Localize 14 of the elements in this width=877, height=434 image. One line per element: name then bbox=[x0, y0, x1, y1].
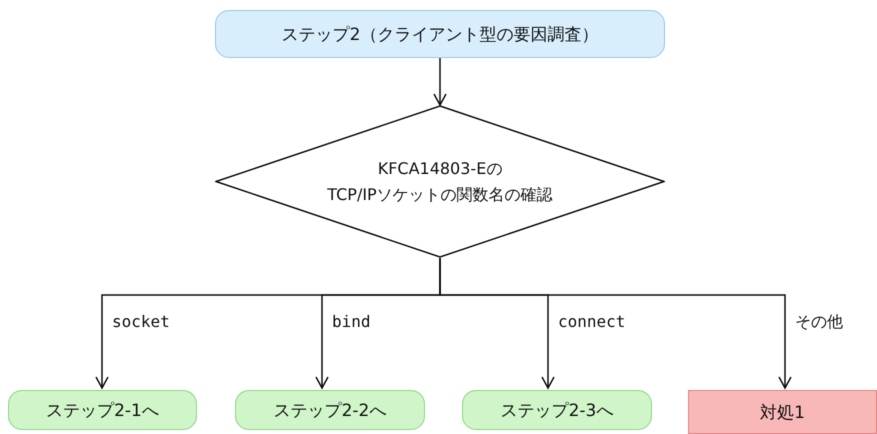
action-box bbox=[688, 390, 877, 434]
node-text: KFCA14803-Eの TCP/IPソケットの関数名の確認 bbox=[326, 158, 554, 206]
node-text: ステップ2-1へ bbox=[46, 400, 159, 422]
edge-label: その他 bbox=[793, 312, 845, 333]
decision-diamond bbox=[215, 105, 665, 258]
node-text: ステップ2-3へ bbox=[500, 400, 614, 422]
arrow bbox=[433, 58, 447, 106]
step-box bbox=[462, 390, 652, 430]
step-box bbox=[235, 390, 425, 430]
node-text: ステップ2-2へ bbox=[274, 400, 386, 422]
node-text: 対処1 bbox=[760, 402, 805, 424]
node-text: ステップ2（クライアント型の要因調査） bbox=[282, 24, 598, 46]
start-box bbox=[215, 10, 665, 58]
step-box bbox=[8, 390, 197, 430]
